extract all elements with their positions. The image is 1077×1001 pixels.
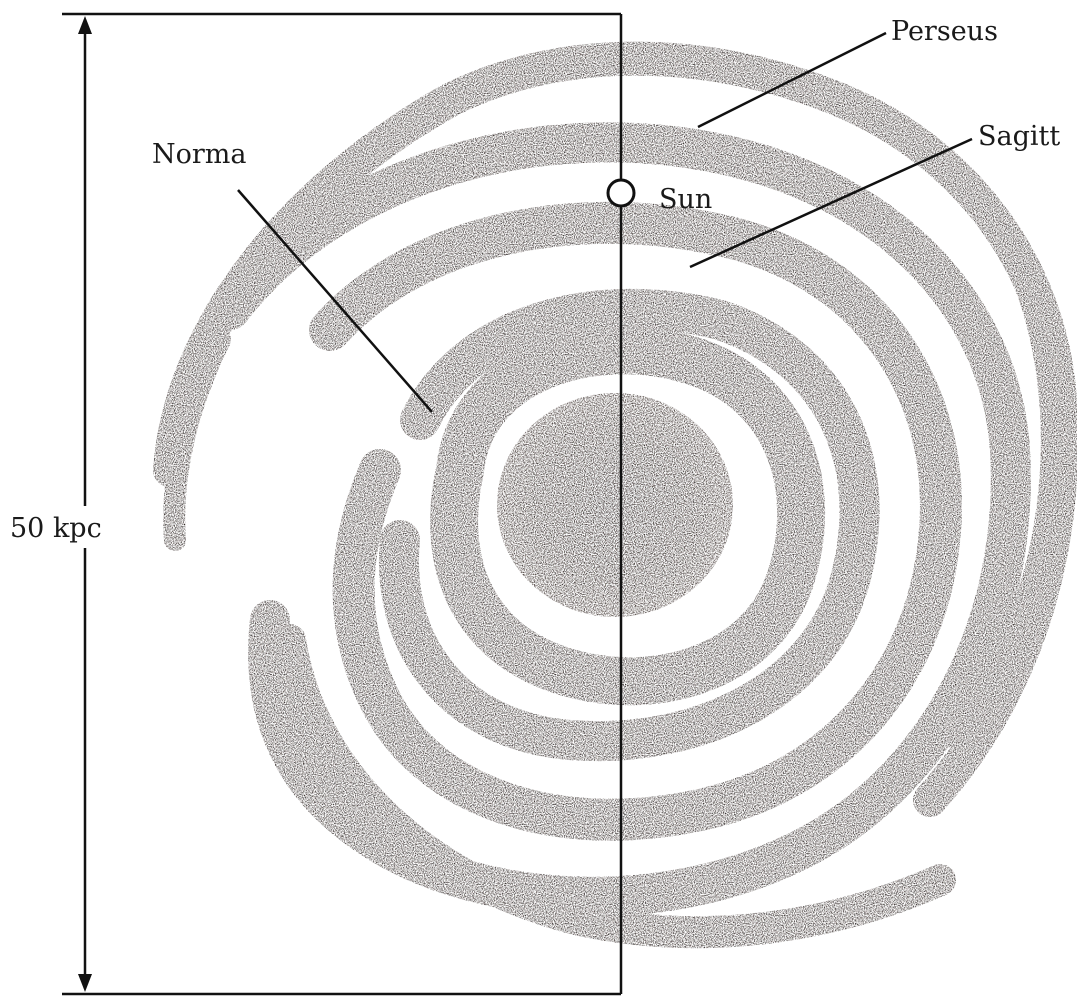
leader-sagitt [689,137,973,269]
arm-norma [379,288,880,761]
arm-lower-outer [274,624,956,949]
arm-sagittarius [309,201,962,841]
scale-arrow [78,16,92,992]
galactic-core [497,393,733,617]
scale-frame [62,12,623,996]
label-perseus: Perseus [891,16,998,47]
label-norma: Norma [152,139,247,170]
label-sagitt: Sagitt [978,121,1061,152]
arm-outer-right [947,197,1067,753]
arm-outer-left [163,329,231,551]
leader-norma [237,189,433,413]
leader-lines [237,31,973,413]
sun-marker [606,178,636,208]
arm-perseus [210,122,1031,917]
label-sun: Sun [659,184,713,215]
galaxy-arms [153,41,1077,949]
inner-ring [430,326,826,706]
scale-label: 50 kpc [8,513,104,544]
leader-perseus [697,31,887,129]
